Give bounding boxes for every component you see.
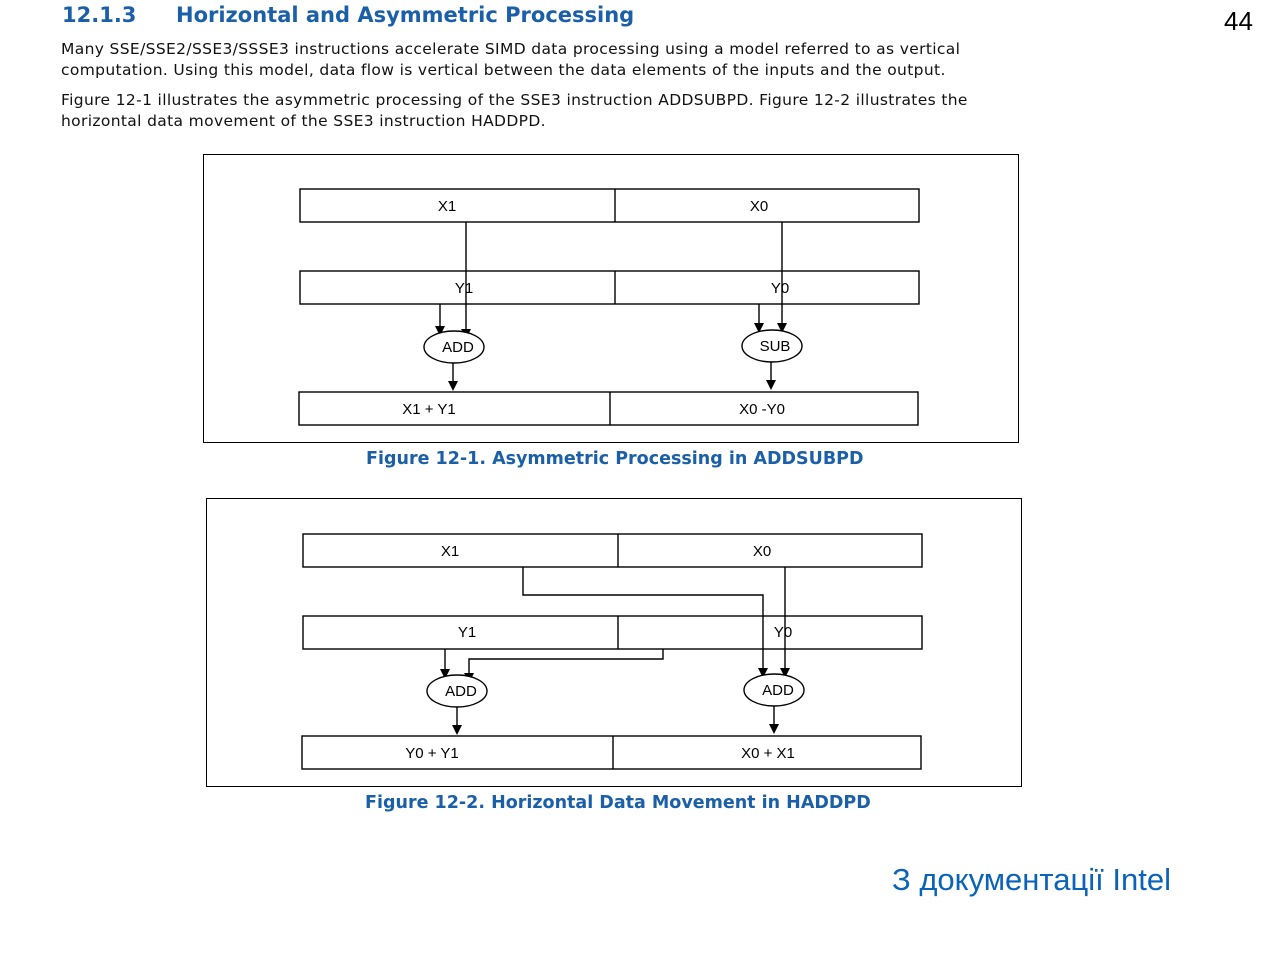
- y0-label: Y0: [774, 624, 792, 641]
- left-add-operator-label: ADD: [445, 683, 477, 700]
- result-high-label: X1 + Y1: [402, 401, 456, 418]
- right-add-operator-label: ADD: [762, 682, 794, 699]
- y1-label: Y1: [458, 624, 476, 641]
- add-operator: [423, 330, 485, 364]
- result-low-label: X0 -Y0: [739, 401, 785, 418]
- y0-to-left-add-arrow: [464, 649, 664, 683]
- y-register: [299, 270, 920, 305]
- x0-label: X0: [753, 543, 771, 560]
- figure-1-caption: Figure 12-1. Asymmetric Processing in AD…: [366, 449, 864, 469]
- x1-to-right-add-arrow: [522, 567, 768, 678]
- x-register: [299, 188, 920, 223]
- figure-2-caption: Figure 12-2. Horizontal Data Movement in…: [365, 793, 871, 813]
- y-register: [302, 615, 923, 650]
- result-low-label: X0 + X1: [741, 745, 795, 762]
- add-operator-label: ADD: [442, 339, 474, 356]
- result-register: [301, 735, 922, 770]
- x0-label: X0: [750, 198, 768, 215]
- section-number: 12.1.3: [62, 3, 137, 27]
- x1-label: X1: [441, 543, 459, 560]
- result-high-label: Y0 + Y1: [405, 745, 459, 762]
- figures-paragraph: Figure 12-1 illustrates the asymmetric p…: [61, 90, 1191, 132]
- sub-operator-label: SUB: [760, 338, 791, 355]
- addsubpd-diagram: X1 X0 Y1 Y0 ADD SUB X1 + Y1 X0 -Y0: [298, 188, 920, 426]
- result-register: [298, 391, 919, 426]
- page-number: 44: [1224, 6, 1253, 36]
- sub-operator: [741, 329, 803, 363]
- y1-label: Y1: [455, 280, 473, 297]
- section-title: Horizontal and Asymmetric Processing: [176, 3, 635, 27]
- intro-line-2: computation. Using this model, data flow…: [61, 61, 946, 79]
- figures-line-2: horizontal data movement of the SSE3 ins…: [61, 112, 546, 130]
- figures-line-1: Figure 12-1 illustrates the asymmetric p…: [61, 91, 968, 109]
- source-note: З документації Intel: [892, 862, 1171, 897]
- intro-paragraph: Many SSE/SSE2/SSE3/SSSE3 instructions ac…: [61, 39, 1191, 81]
- intro-line-1: Many SSE/SSE2/SSE3/SSSE3 instructions ac…: [61, 40, 961, 58]
- y0-label: Y0: [771, 280, 789, 297]
- x1-label: X1: [438, 198, 456, 215]
- haddpd-diagram: X1 X0 Y1 Y0 ADD ADD Y0 + Y1 X0 + X1: [301, 533, 923, 770]
- x-register: [302, 533, 923, 568]
- figure-haddpd: X1 X0 Y1 Y0 ADD ADD Y0 + Y1 X0 + X1: [206, 498, 1022, 787]
- figure-addsubpd: X1 X0 Y1 Y0 ADD SUB X1 + Y1 X0 -Y0: [203, 154, 1019, 443]
- section-heading: 12.1.3 Horizontal and Asymmetric Processi…: [62, 3, 634, 27]
